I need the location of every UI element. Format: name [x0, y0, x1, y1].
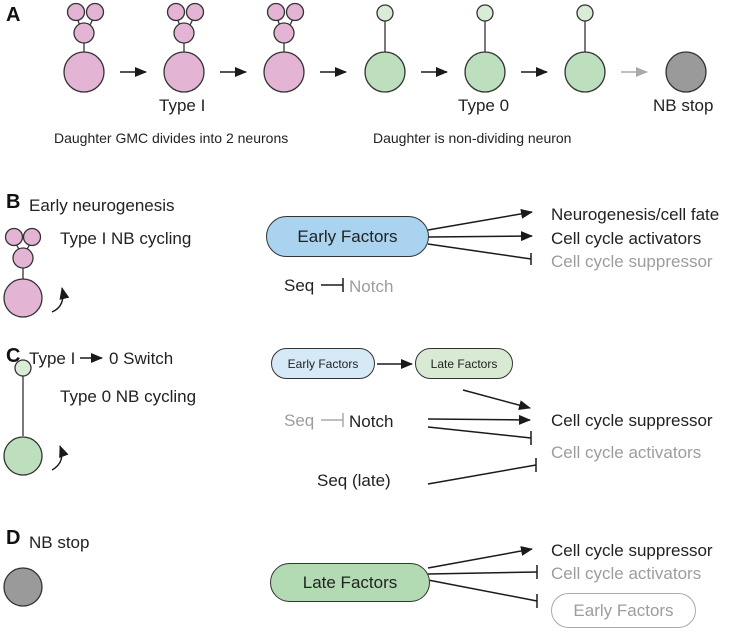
panel-a-letter: A [6, 4, 21, 26]
cycle-arrow-c [51, 445, 69, 471]
panel-b-letter: B [6, 191, 21, 213]
type1-nb-cycling-cell [3, 227, 43, 318]
type1-cell-3 [263, 2, 305, 93]
type1-label: Type I [159, 96, 206, 115]
seq-label-b: Seq [284, 276, 315, 295]
type1-cell-1 [63, 2, 105, 93]
nb-stop-label: NB stop [653, 96, 714, 115]
notch-label-b: Notch [349, 277, 394, 296]
panel-b-subtitle: Type I NB cycling [60, 229, 192, 248]
nb-stop-cell [665, 51, 707, 93]
late-factor-edges-d [427, 546, 538, 608]
early-factor-edges-b [427, 208, 533, 265]
type1-cell-2 [163, 2, 205, 93]
nb-stop-cell-d [3, 567, 43, 607]
seq-late-label: Seq (late) [317, 471, 391, 490]
panel-c-letter: C [6, 345, 21, 367]
type0-cell-2 [464, 4, 506, 93]
switch-from: Type I [29, 349, 76, 368]
target-cell-cycle-activators-c: Cell cycle activators [551, 443, 702, 462]
late-factor-edges-c [427, 389, 537, 485]
target-cell-cycle-activators-d: Cell cycle activators [551, 564, 702, 583]
switch-to: 0 Switch [109, 349, 174, 368]
late-factors-pill-c: Late Factors [415, 348, 513, 379]
seq-notch-inhibition-c [321, 413, 344, 427]
type0-nb-cycling-cell [3, 359, 43, 476]
target-cell-cycle-activators: Cell cycle activators [551, 229, 702, 248]
panel-b-title: Early neurogenesis [29, 196, 175, 215]
target-cell-cycle-suppressor-c: Cell cycle suppressor [551, 411, 713, 430]
cycle-arrow-b [51, 287, 70, 313]
seq-label-c: Seq [284, 411, 315, 430]
target-neurogenesis: Neurogenesis/cell fate [551, 205, 720, 224]
type0-cell-1 [364, 4, 406, 93]
panel-d-letter: D [6, 527, 21, 549]
type0-cell-3 [564, 4, 606, 93]
notch-label-c: Notch [349, 412, 394, 431]
early-factors-outline-pill: Early Factors [551, 593, 696, 628]
type0-caption: Daughter is non-dividing neuron [373, 130, 572, 146]
late-factors-pill-d: Late Factors [270, 563, 430, 602]
early-factors-pill: Early Factors [266, 216, 429, 257]
target-cell-cycle-suppressor-d: Cell cycle suppressor [551, 541, 713, 560]
seq-notch-inhibition-b [321, 278, 344, 292]
type0-label: Type 0 [458, 96, 510, 115]
early-factors-pill-c: Early Factors [271, 348, 375, 379]
panel-d-title: NB stop [29, 533, 90, 552]
panel-c-subtitle: Type 0 NB cycling [60, 387, 197, 406]
type1-caption: Daughter GMC divides into 2 neurons [54, 130, 289, 146]
target-cell-cycle-suppressor: Cell cycle suppressor [551, 252, 713, 271]
